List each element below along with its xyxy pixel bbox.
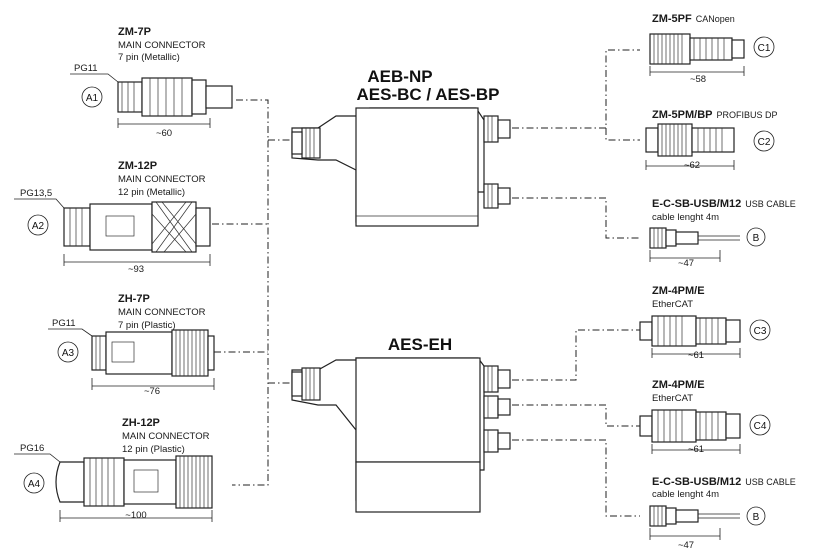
connector-a1: ZM-7P MAIN CONNECTOR 7 pin (Metallic) PG… [70, 26, 233, 139]
a3-pins: 7 pin (Plastic) [118, 320, 176, 331]
c3-callout: C3 [754, 326, 767, 337]
b2-title: E-C-SB-USB/M12 USB CABLE [652, 476, 796, 488]
a2-pins: 12 pin (Metallic) [118, 187, 185, 198]
c1-dim: ~58 [690, 74, 706, 85]
c2-model: ZM-5PM/BP [652, 109, 713, 121]
connector-a2: ZM-12P MAIN CONNECTOR 12 pin (Metallic) … [14, 160, 211, 275]
connector-a4: ZH-12P MAIN CONNECTOR 12 pin (Plastic) P… [14, 417, 213, 522]
c1-title: ZM-5PF CANopen [652, 13, 735, 25]
device-upper-title-1: AEB-NP [367, 67, 432, 86]
c4-callout: C4 [754, 421, 767, 432]
a1-dim: ~60 [156, 128, 172, 139]
a1-gland: PG11 [74, 63, 98, 74]
b1-model: E-C-SB-USB/M12 [652, 198, 741, 210]
a4-dim: ~100 [125, 510, 146, 521]
a4-pins: 12 pin (Plastic) [122, 444, 185, 455]
b2-callout: B [753, 512, 760, 523]
c3-sub: EtherCAT [652, 299, 693, 310]
a3-dim: ~76 [144, 386, 160, 397]
b1-callout: B [753, 233, 760, 244]
b2-model: E-C-SB-USB/M12 [652, 476, 741, 488]
a1-pins: 7 pin (Metallic) [118, 52, 180, 63]
device-upper-title-2: AES-BC / AES-BP [357, 85, 500, 104]
a4-desc: MAIN CONNECTOR [122, 431, 210, 442]
b2-sub: cable lenght 4m [652, 489, 719, 500]
a3-callout: A3 [62, 348, 75, 359]
a3-gland: PG11 [52, 318, 76, 329]
c2-dim: ~62 [684, 160, 700, 171]
a3-desc: MAIN CONNECTOR [118, 307, 206, 318]
c2-callout: C2 [758, 137, 771, 148]
c4-model: ZM-4PM/E [652, 379, 705, 391]
c1-suffix: CANopen [696, 14, 735, 24]
a3-model: ZH-7P [118, 293, 150, 305]
b1-dim: ~47 [678, 258, 694, 269]
connector-c4: ZM-4PM/E EtherCAT C4 ~61 [639, 379, 771, 455]
a2-callout: A2 [32, 221, 45, 232]
device-lower-title: AES-EH [388, 335, 452, 354]
a2-gland: PG13,5 [20, 188, 52, 199]
a1-callout: A1 [86, 93, 99, 104]
c4-sub: EtherCAT [652, 393, 693, 404]
a1-desc: MAIN CONNECTOR [118, 40, 206, 51]
connection-lines [212, 49, 640, 517]
b2-dim: ~47 [678, 540, 694, 551]
a4-callout: A4 [28, 479, 41, 490]
c2-title: ZM-5PM/BP PROFIBUS DP [652, 109, 778, 121]
a4-model: ZH-12P [122, 417, 160, 429]
connector-c2: ZM-5PM/BP PROFIBUS DP C2 ~62 [645, 109, 778, 171]
c1-callout: C1 [758, 43, 771, 54]
connector-c1: ZM-5PF CANopen C1 ~58 [649, 13, 775, 85]
c3-dim: ~61 [688, 350, 704, 361]
a2-dim: ~93 [128, 264, 144, 275]
device-lower: AES-EH [291, 335, 511, 513]
c2-suffix: PROFIBUS DP [717, 110, 778, 120]
device-upper: AEB-NP AES-BC / AES-BP [291, 67, 511, 227]
b1-sub: cable lenght 4m [652, 212, 719, 223]
a2-desc: MAIN CONNECTOR [118, 174, 206, 185]
c3-model: ZM-4PM/E [652, 285, 705, 297]
a4-gland: PG16 [20, 443, 44, 454]
connector-c3: ZM-4PM/E EtherCAT C3 ~61 [639, 285, 771, 361]
b2-suffix: USB CABLE [745, 477, 796, 487]
connector-a3: ZH-7P MAIN CONNECTOR 7 pin (Plastic) PG1… [48, 293, 215, 397]
b1-title: E-C-SB-USB/M12 USB CABLE [652, 198, 796, 210]
a2-model: ZM-12P [118, 160, 157, 172]
c1-model: ZM-5PF [652, 13, 692, 25]
b1-suffix: USB CABLE [745, 199, 796, 209]
a1-model: ZM-7P [118, 26, 151, 38]
c4-dim: ~61 [688, 444, 704, 455]
